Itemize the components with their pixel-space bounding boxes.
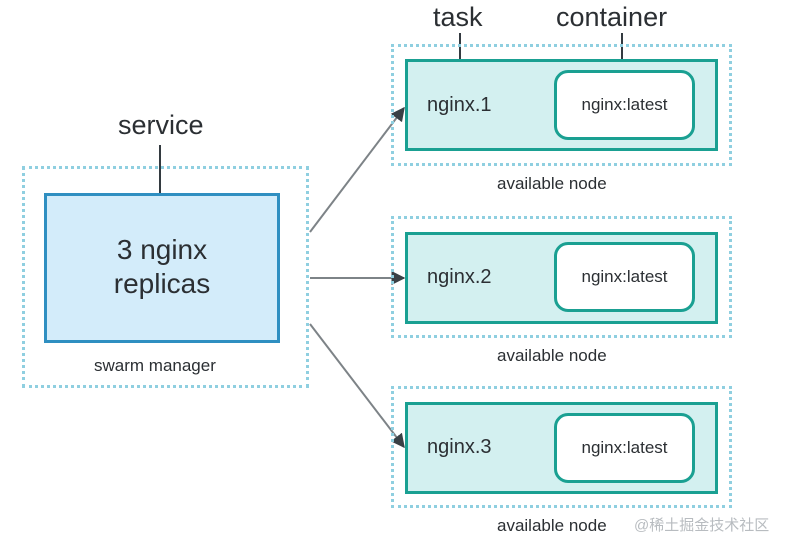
node-1-container-label: nginx:latest xyxy=(581,95,668,114)
node-2-caption: available node xyxy=(497,346,607,365)
watermark: @稀土掘金技术社区 xyxy=(634,517,770,534)
node-2-container-label: nginx:latest xyxy=(581,267,668,286)
arrow-to-node-1 xyxy=(309,106,405,233)
node-3-container-label: nginx:latest xyxy=(581,438,668,457)
service-text-line1: 3 nginx xyxy=(116,234,208,265)
container-callout: container xyxy=(556,2,668,32)
node-1-container: nginx:latest xyxy=(554,70,695,140)
node-3-frame xyxy=(391,386,732,508)
arrow-to-node-3 xyxy=(309,323,405,449)
node-3-task: nginx.3 xyxy=(427,436,492,458)
swarm-manager-frame xyxy=(22,166,309,388)
node-2-frame xyxy=(391,216,732,338)
node-1-frame xyxy=(391,44,732,166)
node-1-caption: available node xyxy=(497,174,607,193)
service-text-line2: replicas xyxy=(113,268,211,299)
node-2-task: nginx.2 xyxy=(427,266,492,288)
node-1-task: nginx.1 xyxy=(427,94,492,116)
node-2-container: nginx:latest xyxy=(554,242,695,312)
service-text: 3 nginx replicas xyxy=(44,233,280,301)
service-box xyxy=(44,193,280,343)
swarm-manager-caption: swarm manager xyxy=(94,356,216,375)
node-3-caption: available node xyxy=(497,516,607,535)
service-callout: service xyxy=(118,110,204,140)
node-3-container: nginx:latest xyxy=(554,413,695,483)
task-callout: task xyxy=(433,2,483,32)
